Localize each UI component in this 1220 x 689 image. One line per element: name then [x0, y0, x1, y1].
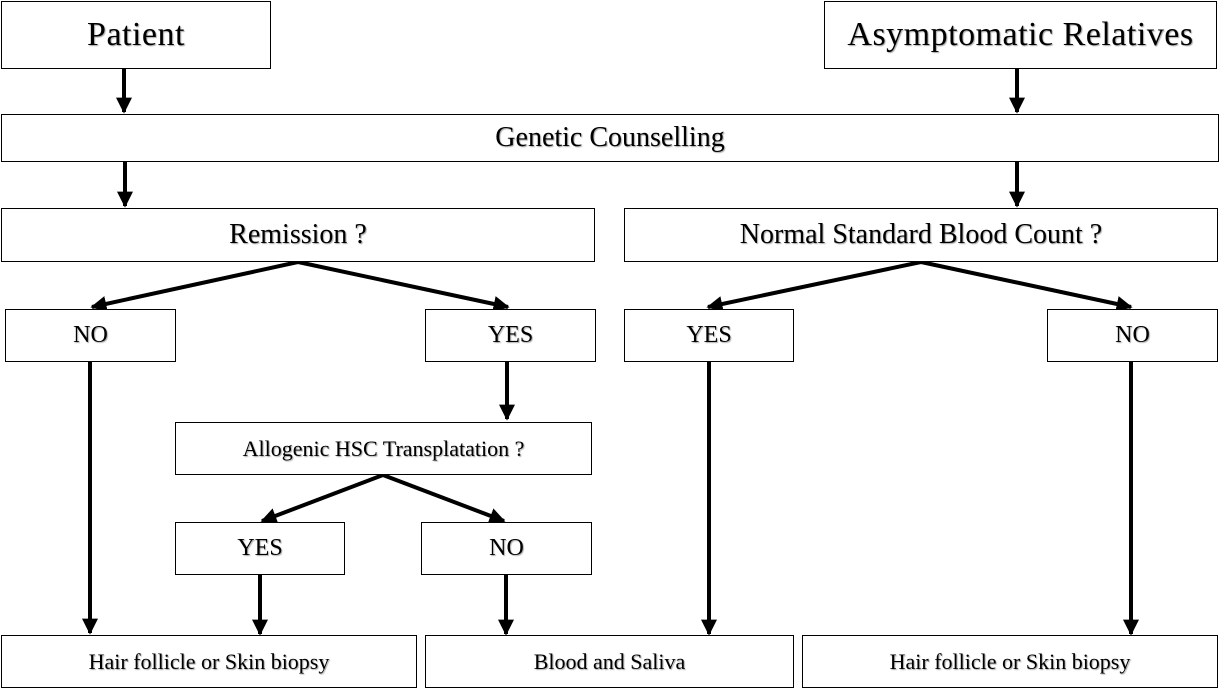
patient-box: Patient [1, 1, 271, 69]
remission-question-box: Remission ? [1, 208, 595, 262]
blood-saliva-result-box: Blood and Saliva [425, 635, 794, 688]
asymptomatic-relatives-box: Asymptomatic Relatives [824, 1, 1217, 69]
arrow-blood-count-to-yes [706, 260, 922, 312]
arrow-hsct-to-yes [260, 473, 384, 524]
arrow-hsct-to-no [382, 473, 506, 524]
blood-count-yes-box: YES [624, 309, 794, 362]
hsct-question-box: Allogenic HSC Transplatation ? [175, 422, 592, 475]
arrow-blood-count-to-no [920, 260, 1133, 312]
blood-count-no-box: NO [1047, 309, 1218, 362]
genetic-counselling-box: Genetic Counselling [1, 114, 1219, 162]
arrow-remission-to-yes [297, 260, 510, 312]
right-biopsy-result-box: Hair follicle or Skin biopsy [802, 635, 1218, 688]
arrow-remission-to-no [90, 260, 299, 312]
remission-yes-box: YES [425, 309, 596, 362]
blood-count-question-box: Normal Standard Blood Count ? [624, 208, 1218, 262]
left-biopsy-result-box: Hair follicle or Skin biopsy [1, 635, 417, 688]
hsct-no-box: NO [421, 522, 592, 575]
hsct-yes-box: YES [175, 522, 345, 575]
remission-no-box: NO [5, 309, 176, 362]
